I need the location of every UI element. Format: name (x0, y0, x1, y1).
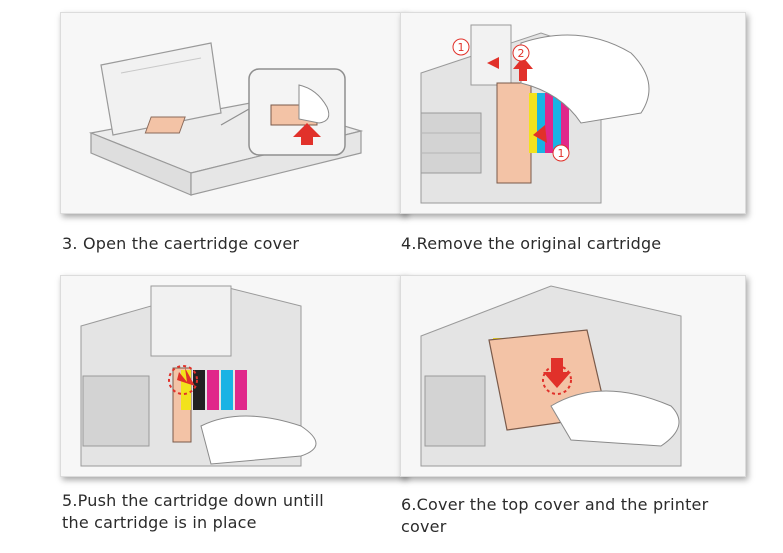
step-6-caption-line-1: 6.Cover the top cover and the printer (401, 494, 741, 516)
step-5-caption-line-1: 5.Push the cartridge down untill (62, 490, 382, 512)
step-6-caption-line-2: cover (401, 516, 741, 538)
step-3-illustration (60, 12, 406, 214)
step-3-caption: 3. Open the caertridge cover (62, 233, 299, 255)
step-6-caption: 6.Cover the top cover and the printer co… (401, 494, 741, 538)
step-4-illustration: 1 2 1 (400, 12, 746, 214)
step-6-illustration (400, 275, 746, 477)
marker-1-top: 1 (458, 41, 465, 54)
step-4-caption: 4.Remove the original cartridge (401, 233, 661, 255)
marker-2: 2 (518, 47, 525, 60)
step-5-caption: 5.Push the cartridge down untill the car… (62, 490, 382, 534)
step-5-caption-line-2: the cartridge is in place (62, 512, 382, 534)
marker-1-bottom: 1 (558, 147, 565, 160)
step-5-illustration (60, 275, 406, 477)
